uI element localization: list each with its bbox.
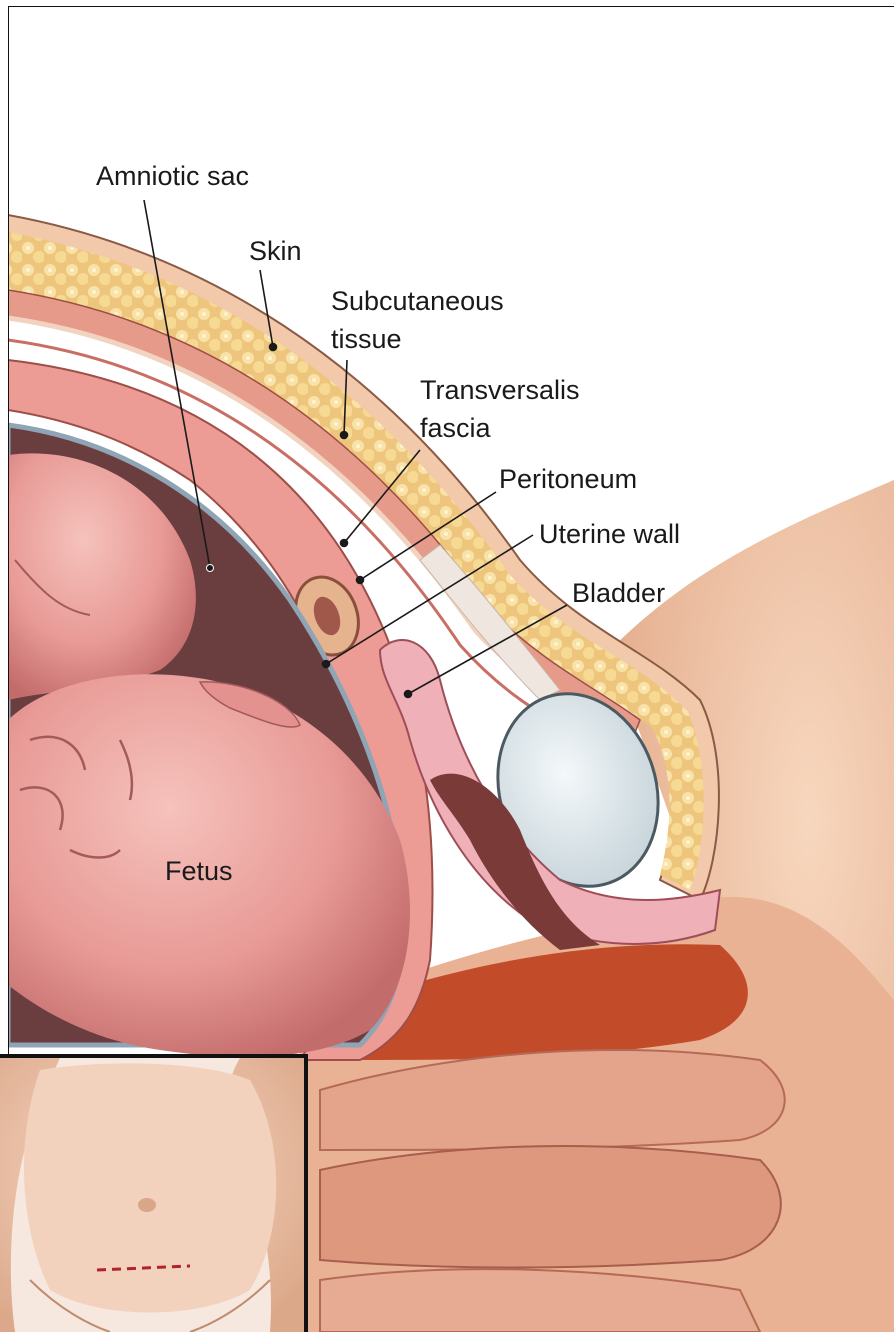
label-amniotic-sac: Amniotic sac	[96, 161, 249, 191]
label-bladder: Bladder	[572, 578, 665, 608]
label-transversalis-line2: fascia	[420, 413, 492, 443]
label-skin: Skin	[249, 236, 302, 266]
leader-dot-peritoneum	[357, 577, 364, 584]
leader-dot-transversalis	[341, 540, 348, 547]
leader-dot-amniotic-sac	[207, 565, 214, 572]
leader-dot-skin	[270, 344, 277, 351]
label-subcutaneous-line1: Subcutaneous	[331, 286, 504, 316]
label-subcutaneous-line2: tissue	[331, 324, 402, 354]
intestine-loop-2	[320, 1146, 781, 1267]
inset-abdomen-view	[0, 1056, 306, 1332]
leader-dot-uterine-wall	[323, 661, 330, 668]
inset-navel	[138, 1198, 156, 1212]
label-transversalis-line1: Transversalis	[420, 375, 580, 405]
inset-belly	[24, 1063, 276, 1312]
label-fetus: Fetus	[165, 856, 233, 886]
leader-dot-subcutaneous	[341, 432, 348, 439]
label-peritoneum: Peritoneum	[499, 464, 637, 494]
leader-dot-bladder	[405, 691, 412, 698]
label-uterine-wall: Uterine wall	[539, 519, 680, 549]
